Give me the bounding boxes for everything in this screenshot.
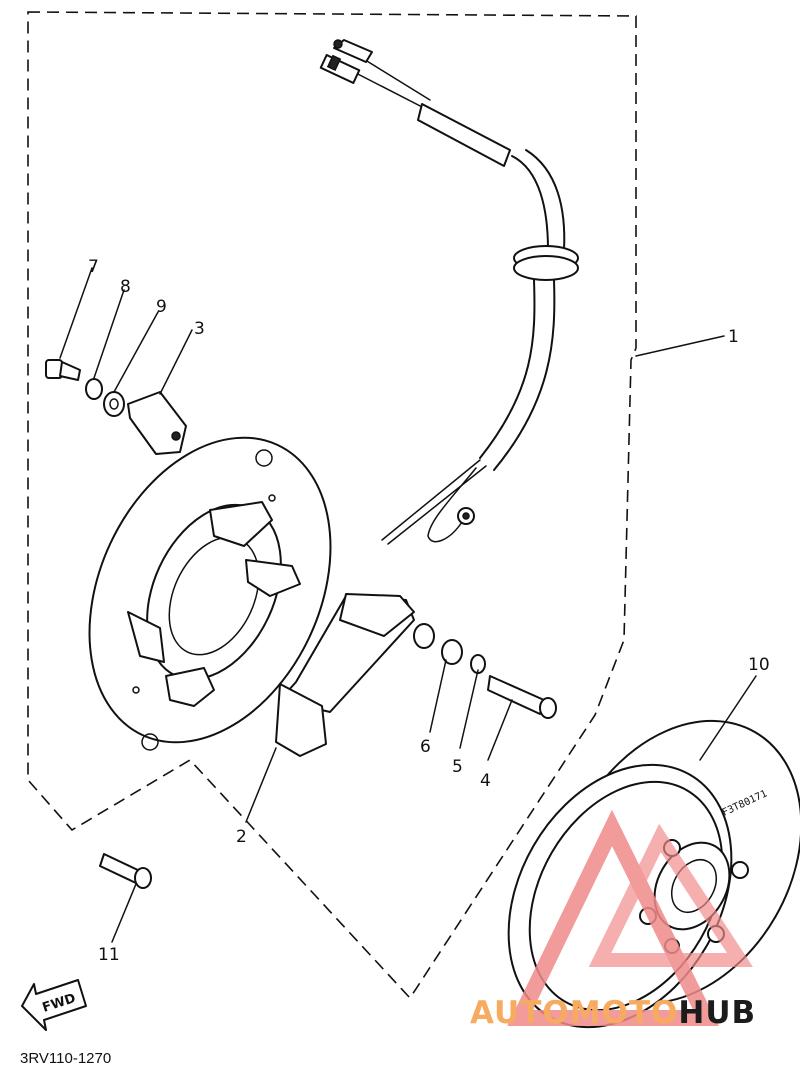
plain-washer-9: [103, 391, 125, 417]
pickup-bracket: [127, 391, 187, 455]
bracket-screw: [45, 359, 81, 381]
label-7: 7: [88, 257, 99, 277]
label-8: 8: [120, 277, 131, 297]
charge-coil: [275, 593, 415, 757]
label-9: 9: [156, 297, 167, 317]
part-code: 3RV110-1270: [20, 1050, 112, 1067]
assembly-boundary: [27, 11, 637, 1000]
label-10: 10: [748, 655, 770, 675]
label-5: 5: [452, 757, 463, 777]
fwd-arrow: FWD: [21, 979, 87, 1031]
watermark-logo: [507, 809, 753, 1026]
watermark-part1: AUTOMOTO: [470, 995, 679, 1031]
label-4: 4: [480, 771, 491, 791]
watermark-part2: HUB: [678, 995, 757, 1031]
label-2: 2: [236, 827, 247, 847]
stator-plate: [88, 436, 332, 751]
plate-screw: [99, 853, 152, 889]
washer-6: [413, 623, 435, 649]
spring-washer-8: [85, 378, 103, 400]
leader-lines: [59, 267, 757, 943]
coil-screw: [487, 675, 557, 719]
label-1: 1: [728, 327, 739, 347]
label-6: 6: [420, 737, 431, 757]
label-11: 11: [98, 945, 120, 965]
label-3: 3: [194, 319, 205, 339]
wire-harness: [319, 39, 579, 545]
washer-5: [441, 639, 463, 665]
watermark-text: AUTOMOTOHUB: [470, 995, 800, 1035]
